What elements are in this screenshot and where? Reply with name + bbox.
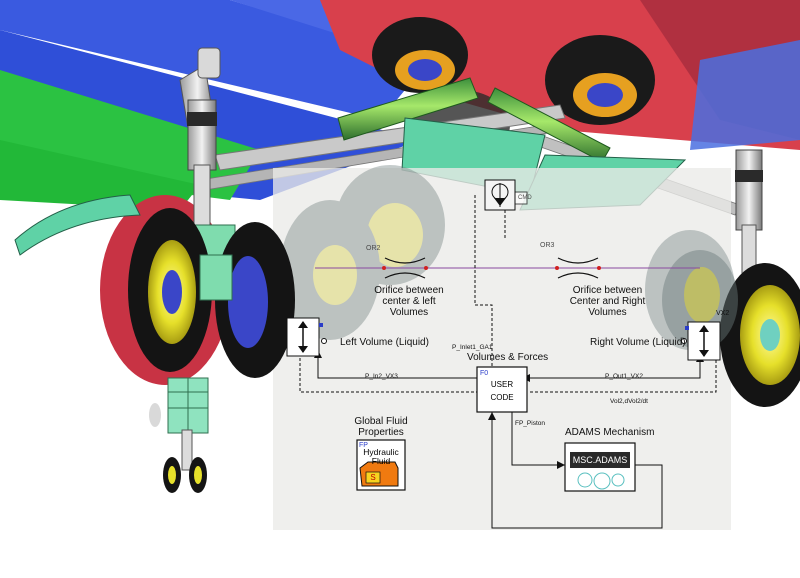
orifice-left-symbol [382, 257, 428, 279]
user-code-tag: F0 [480, 370, 489, 377]
user-code-line1: USER [490, 380, 514, 389]
hydraulic-line2: Fluid [371, 456, 391, 466]
hydraulic-line1: Hydraulic [363, 447, 399, 457]
signal-vol2: Vol2,dVol2/dt [610, 398, 648, 405]
hydraulic-mark: S [370, 473, 376, 482]
orifice-right-label: Orifice between Center and Right Volumes [569, 285, 646, 318]
right-volume-block [681, 321, 721, 361]
center-wheels-ghost [280, 165, 735, 350]
adams-mechanism-label: ADAMS Mechanism [565, 427, 655, 438]
left-main-gear [128, 47, 295, 378]
signal-inlet: P_Inlet1_GA1 [452, 344, 493, 351]
tag-or2: OR2 [366, 245, 381, 252]
right-volume-label: Right Volume (Liquid) [590, 337, 686, 348]
hydraulic-fluid-block[interactable] [356, 439, 406, 491]
nose-gear [149, 377, 209, 493]
msc-adams-label: MSC.ADAMS [572, 455, 628, 465]
cmd-valve-symbol [484, 179, 528, 211]
orifice-right-symbol [555, 257, 601, 279]
global-fluid-label: Global Fluid Properties [354, 416, 408, 438]
schematic-panel [273, 168, 731, 530]
volumes-forces-label: Volumes & Forces [467, 352, 549, 363]
signal-in2: P_In2_VX3 [365, 373, 398, 380]
tag-or3: OR3 [540, 242, 555, 249]
left-volume-label: Left Volume (Liquid) [340, 337, 429, 348]
orifice-left-label: Orifice between center & left Volumes [374, 285, 444, 318]
tag-vx2: VX2 [716, 310, 730, 317]
hydraulic-tag: FP [359, 442, 368, 449]
signal-piston: FP_Piston [515, 420, 545, 427]
tag-cmd: CMD [518, 195, 532, 201]
user-code-line2: CODE [490, 393, 514, 402]
left-volume-block [286, 317, 327, 357]
user-code-block[interactable] [476, 366, 528, 413]
right-main-gear [662, 149, 800, 407]
schematic-wires [299, 195, 717, 529]
adams-mechanism-block[interactable] [564, 442, 636, 492]
signal-out1: P_Out1_VX2 [605, 373, 643, 380]
